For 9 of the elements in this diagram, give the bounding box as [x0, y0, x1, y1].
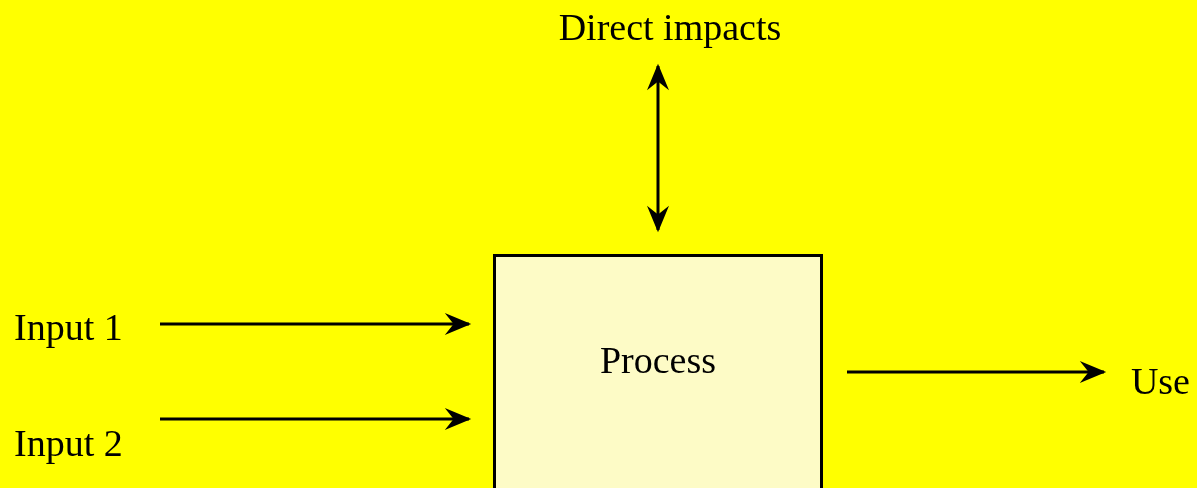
- text-label: Direct impacts: [528, 4, 812, 50]
- arrow: [847, 361, 1107, 383]
- text-label: Input 1: [14, 304, 152, 350]
- text-label: Input 2: [14, 420, 152, 466]
- arrow: [160, 408, 472, 430]
- arrow: [160, 313, 472, 335]
- arrow: [647, 63, 669, 233]
- process-box: Process: [493, 254, 823, 488]
- text-label: Use: [1112, 358, 1190, 404]
